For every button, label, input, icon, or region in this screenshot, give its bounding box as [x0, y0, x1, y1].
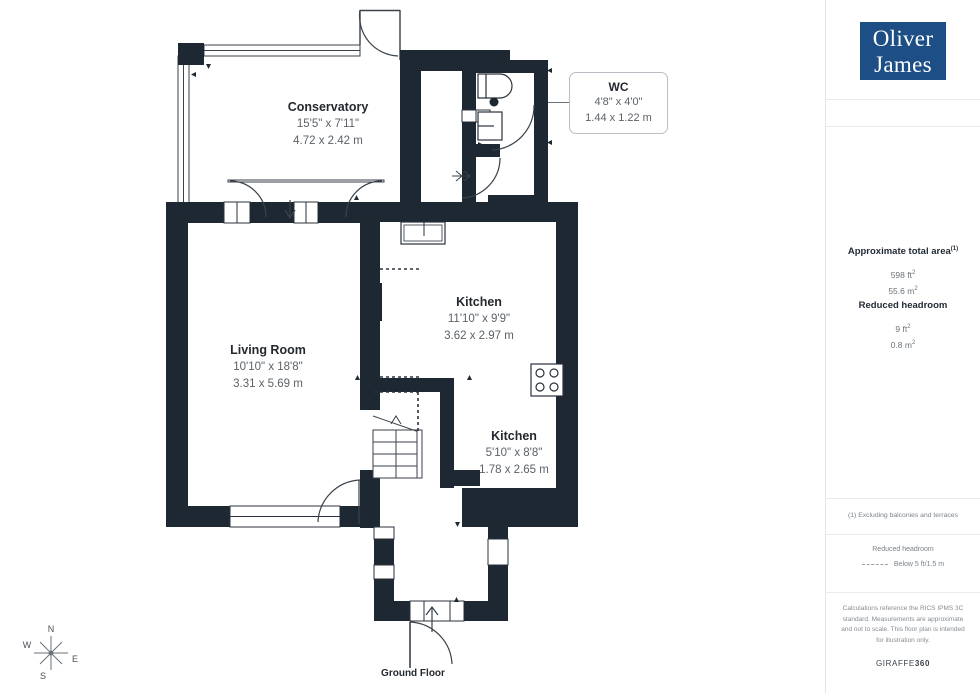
room-label-kitchen-secondary: Kitchen 5'10" x 8'8" 1.78 x 2.65 m [479, 428, 549, 479]
reduced-headroom-sqft-value: 9 ft [895, 323, 908, 334]
balconies-footnote: (1) Excluding balconies and terraces [848, 512, 958, 519]
room-dimensions-metric: 1.44 x 1.22 m [585, 111, 652, 124]
panel-divider-1 [826, 99, 980, 100]
panel-divider-5 [826, 592, 980, 593]
disclaimer-text: Calculations reference the RICS IPMS 3C … [841, 605, 965, 644]
giraffe-text: GIRAFFE [875, 659, 915, 668]
sqft-exponent: 2 [907, 324, 911, 330]
reduced-headroom-title: Reduced headroom [858, 300, 948, 311]
room-name: Kitchen [456, 295, 502, 309]
reduced-headroom-block: Reduced headroom 9 ft2 0.8 m2 [826, 300, 980, 352]
reduced-headroom-sqm-value: 0.8 m [890, 339, 912, 350]
room-label-conservatory: Conservatory 15'5" x 7'11" 4.72 x 2.42 m [288, 99, 369, 150]
total-area-sqm-value: 55.6 m [888, 285, 915, 296]
room-label-wc: WC 4'8" x 4'0" 1.44 x 1.22 m [569, 72, 668, 134]
dashed-line-sample-icon [861, 564, 888, 565]
room-name: Kitchen [491, 429, 537, 443]
main-walls [166, 50, 578, 622]
dimension-ticks [191, 64, 559, 602]
legend-row: Below 5 ft/1.5 m [826, 561, 980, 568]
legend-title: Reduced headroom [872, 546, 934, 553]
sqft-exponent: 2 [911, 270, 916, 277]
legend-label: Below 5 ft/1.5 m [893, 561, 945, 568]
staircase [372, 415, 423, 479]
conservatory-structure [177, 9, 401, 209]
total-area-title-text: Approximate total area [847, 246, 951, 258]
reduced-headroom-legend: Reduced headroom Below 5 ft/1.5 m [826, 546, 980, 568]
floorplan-canvas: Conservatory 15'5" x 7'11" 4.72 x 2.42 m… [23, 9, 668, 681]
total-area-sqft: 598 ft2 [826, 266, 980, 282]
wc-fixtures [477, 73, 513, 141]
total-area-sqft-value: 598 ft [890, 269, 912, 280]
panel-divider-4 [826, 534, 980, 535]
giraffe-360: 360 [914, 659, 931, 668]
compass-south-label: S [40, 671, 46, 681]
sqm-exponent: 2 [911, 339, 916, 346]
wc-callout-leader-line [548, 102, 569, 103]
brand-logo: Oliver James [826, 22, 980, 80]
compass-north-label: N [48, 624, 55, 634]
oliver-james-logo: Oliver James [860, 22, 946, 80]
reduced-headroom-sqft: 9 ft2 [826, 320, 980, 336]
room-dimensions-imperial: 15'5" x 7'11" [296, 118, 360, 130]
total-area-footnote-marker: (1) [950, 246, 959, 252]
total-area-title: Approximate total area(1) [826, 246, 980, 257]
reduced-headroom-lines [374, 268, 420, 432]
room-dimensions-metric: 3.62 x 2.97 m [444, 330, 514, 342]
logo-line-1: Oliver [872, 26, 934, 51]
kitchen-hob [530, 363, 564, 397]
total-area-block: Approximate total area(1) 598 ft2 55.6 m… [826, 246, 980, 298]
compass-west-label: W [23, 640, 32, 650]
room-label-living-room: Living Room 10'10" x 18'8" 3.31 x 5.69 m [230, 342, 306, 393]
room-dimensions-imperial: 11'10" x 9'9" [447, 313, 511, 325]
sqm-exponent: 2 [914, 285, 918, 292]
room-dimensions-imperial: 4'8" x 4'0" [594, 96, 643, 108]
compass-rose-icon: N E S W [23, 624, 78, 681]
compass-east-label: E [72, 654, 78, 664]
floorplan-drawing [166, 9, 578, 668]
panel-divider-2 [826, 126, 980, 127]
total-area-sqm: 55.6 m2 [826, 282, 980, 298]
room-dimensions-metric: 3.31 x 5.69 m [233, 378, 303, 390]
panel-divider-3 [826, 498, 980, 499]
room-dimensions-imperial: 5'10" x 8'8" [485, 447, 543, 459]
info-side-panel: Oliver James Approximate total area(1) 5… [825, 0, 980, 693]
room-name: Living Room [230, 343, 306, 357]
floor-title: Ground Floor [381, 668, 445, 679]
room-name: Conservatory [287, 100, 369, 114]
logo-line-2: James [874, 52, 932, 77]
room-dimensions-metric: 1.78 x 2.65 m [479, 464, 549, 476]
kitchen-counter [400, 221, 446, 245]
reduced-headroom-sqm: 0.8 m2 [826, 336, 980, 352]
giraffe360-credit: GIRAFFE360 [826, 659, 980, 668]
room-dimensions-imperial: 10'10" x 18'8" [233, 361, 303, 373]
room-dimensions-metric: 4.72 x 2.42 m [293, 135, 363, 147]
room-label-kitchen-main: Kitchen 11'10" x 9'9" 3.62 x 2.97 m [444, 294, 514, 345]
room-name: WC [608, 80, 629, 94]
door-swings [229, 104, 535, 668]
